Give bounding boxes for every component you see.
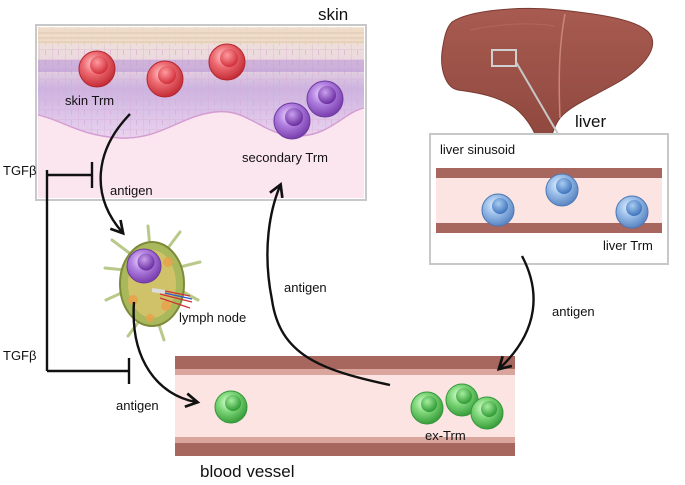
ex-trm-cell <box>410 391 444 425</box>
secondary-trm-label: secondary Trm <box>242 150 328 165</box>
antigen-label-node-vessel: antigen <box>116 398 159 413</box>
tgf-beta-label-upper: TGFβ <box>3 163 37 178</box>
blood-vessel-label: blood vessel <box>200 462 295 481</box>
stratum-corneum <box>38 28 364 44</box>
migration-arrows <box>99 113 535 409</box>
skin-trm-cell <box>146 60 184 98</box>
liver-zoom-marker <box>491 49 517 67</box>
tgf-beta-label-lower: TGFβ <box>3 348 37 363</box>
liver-zoom-connector <box>515 61 559 135</box>
antigen-label-liver-vessel: antigen <box>552 304 595 319</box>
antigen-label-skin-node: antigen <box>110 183 153 198</box>
basal-layer <box>38 60 364 72</box>
arrow-vessel-to-skin <box>266 181 391 387</box>
secondary-trm-cell <box>273 102 311 140</box>
arrow-skin-to-lymph-node <box>99 113 131 236</box>
ex-trm-cell <box>445 383 479 417</box>
arrow-lymph-node-to-vessel <box>132 301 201 409</box>
liver-trm-label: liver Trm <box>603 238 653 253</box>
ex-trm-cell <box>214 390 248 424</box>
skin-label: skin <box>318 5 349 24</box>
antigen-label-vessel-skin: antigen <box>284 280 327 295</box>
skin-trm-cell <box>208 43 246 81</box>
liver-sinusoid-label: liver sinusoid <box>440 142 516 157</box>
skin-trm-label: skin Trm <box>65 93 115 108</box>
skin-trm-cell <box>78 50 116 88</box>
ex-trm-label: ex-Trm <box>425 428 466 443</box>
liver-label: liver <box>575 112 607 131</box>
ex-trm-cell <box>470 396 504 430</box>
arrow-liver-to-vessel <box>496 255 535 372</box>
liver-trm-cell <box>481 193 515 227</box>
secondary-trm-cell <box>306 80 344 118</box>
secondary-trm-cell <box>126 248 162 284</box>
liver-organ <box>441 8 653 166</box>
lymph-node-label: lymph node <box>179 310 247 325</box>
liver-trm-cell <box>545 173 579 207</box>
liver-trm-cell <box>615 195 649 229</box>
tgf-beta-inhibition-lines <box>45 162 131 384</box>
